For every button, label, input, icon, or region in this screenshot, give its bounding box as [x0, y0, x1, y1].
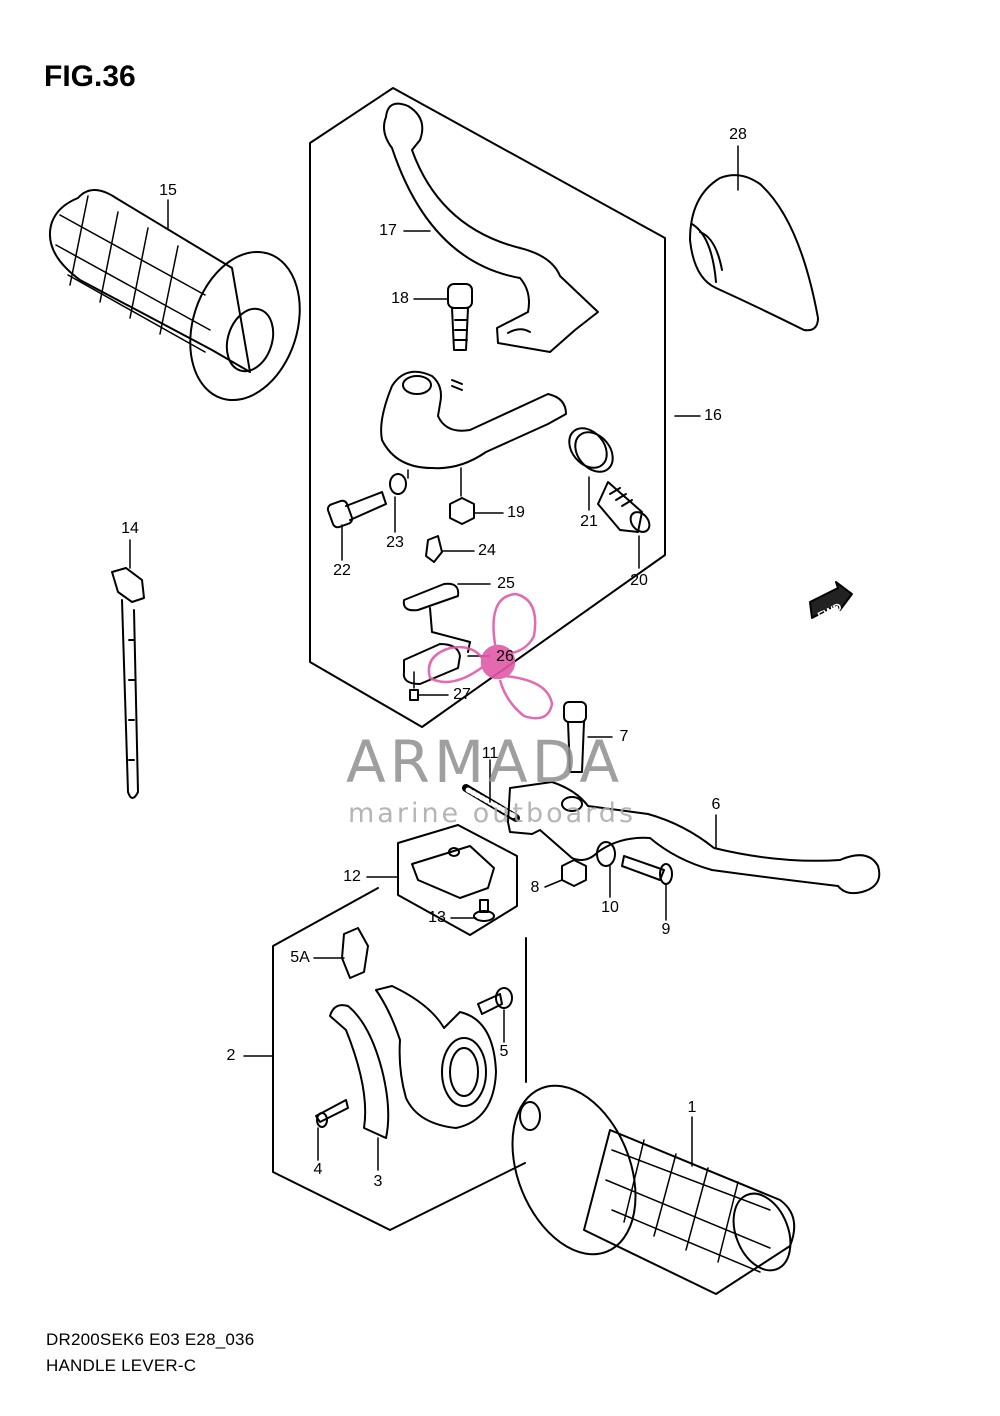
- adjuster-nut-drawing: [596, 841, 616, 867]
- lever-cover-drawing: [689, 174, 819, 332]
- clutch-lever-assembly-box: [309, 87, 666, 728]
- callout-2: 2: [226, 1047, 236, 1064]
- callout-3: 3: [373, 1173, 383, 1190]
- callout-26: 26: [496, 648, 514, 665]
- switch-housing-drawing: [329, 985, 497, 1139]
- callout-21: 21: [580, 513, 598, 530]
- armada-propeller-logo: [427, 592, 554, 720]
- callout-19: 19: [507, 504, 525, 521]
- callout-8: 8: [530, 879, 540, 896]
- cable-adjuster-drawing: [597, 481, 651, 533]
- callout-9: 9: [661, 921, 671, 938]
- callout-7: 7: [619, 728, 629, 745]
- adjuster-bolt-drawing: [621, 855, 673, 885]
- callout-6: 6: [711, 796, 721, 813]
- callout-20: 20: [630, 572, 648, 589]
- lever-holder-drawing: [380, 370, 567, 470]
- callout-15: 15: [159, 182, 177, 199]
- callout-11: 11: [481, 745, 499, 762]
- stop-switch-box: [397, 824, 518, 936]
- right-grip-drawing: [511, 1084, 796, 1295]
- adjuster-locknut-drawing: [568, 427, 614, 473]
- diagram-caption: HANDLE LEVER-C: [46, 1356, 197, 1375]
- callout-16: 16: [704, 407, 722, 424]
- switch-screw-27-drawing: [409, 671, 419, 701]
- brake-lever-bolt-drawing: [563, 701, 587, 773]
- figure-title: FIG.36: [44, 60, 136, 93]
- fwd-arrow-badge: [809, 581, 853, 619]
- callout-17: 17: [379, 222, 397, 239]
- clutch-switch-drawing: [402, 643, 461, 685]
- model-code: DR200SEK6 E03 E28_036: [46, 1330, 255, 1349]
- callout-12: 12: [343, 868, 361, 885]
- callout-13: 13: [428, 909, 446, 926]
- front-brake-lever-drawing: [507, 781, 881, 895]
- callout-24: 24: [478, 542, 496, 559]
- holder-bolt-drawing: [326, 491, 387, 529]
- callout-1: 1: [687, 1099, 697, 1116]
- housing-bolt-drawing: [477, 987, 513, 1015]
- switch-assembly-box: [272, 887, 526, 1231]
- callout-10: 10: [601, 899, 619, 916]
- housing-screw-drawing: [315, 1099, 349, 1128]
- callout-leaders: [129, 145, 739, 1171]
- clutch-switch-plate-drawing: [402, 582, 471, 653]
- left-grip-drawing: [48, 189, 301, 402]
- callout-23: 23: [386, 534, 404, 551]
- callout-5A: 5A: [290, 949, 310, 966]
- switch-screw-13-drawing: [473, 899, 495, 922]
- callout-28: 28: [729, 126, 747, 143]
- callout-25: 25: [497, 575, 515, 592]
- callout-27: 27: [453, 686, 471, 703]
- pivot-nut-drawing: [449, 497, 475, 525]
- pivot-bolt-drawing: [447, 283, 473, 351]
- stop-light-switch-drawing: [411, 845, 495, 899]
- wire-clamp-drawing: [341, 927, 369, 979]
- cable-tie-drawing: [111, 567, 145, 799]
- callout-18: 18: [391, 290, 409, 307]
- watermark-brand: ARMADA: [346, 728, 624, 796]
- clip-drawing: [425, 535, 443, 563]
- callout-14: 14: [121, 520, 139, 537]
- callout-22: 22: [333, 562, 351, 579]
- callout-5: 5: [499, 1043, 509, 1060]
- watermark-tagline: marine outboards: [348, 798, 637, 829]
- brake-lever-nut-drawing: [561, 859, 587, 887]
- callout-4: 4: [313, 1161, 323, 1178]
- holder-washer-drawing: [389, 473, 407, 495]
- clutch-lever-drawing: [383, 102, 599, 353]
